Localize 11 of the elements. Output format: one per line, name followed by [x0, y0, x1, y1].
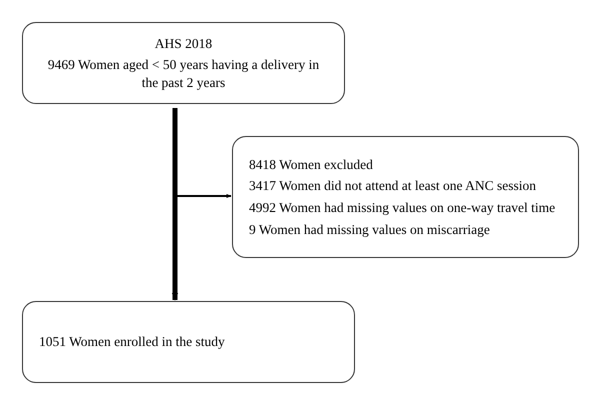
arrow [172, 108, 178, 301]
box-text: 4992 Women had missing values on one-way travel time [249, 199, 556, 217]
box-text: 1051 Women enrolled in the study [39, 333, 225, 351]
box-text: 9469 Women aged < 50 years having a delivery in the past 2 years [46, 56, 320, 92]
process-box [22, 301, 355, 383]
process-box [232, 136, 579, 258]
process-box [22, 22, 345, 104]
box-text: 3417 Women did not attend at least one ANC session [249, 177, 536, 195]
box-heading: 8418 Women excluded [249, 156, 373, 174]
box-text: 9 Women had missing values on miscarriage [249, 220, 490, 238]
box-heading: AHS 2018 [154, 34, 212, 52]
